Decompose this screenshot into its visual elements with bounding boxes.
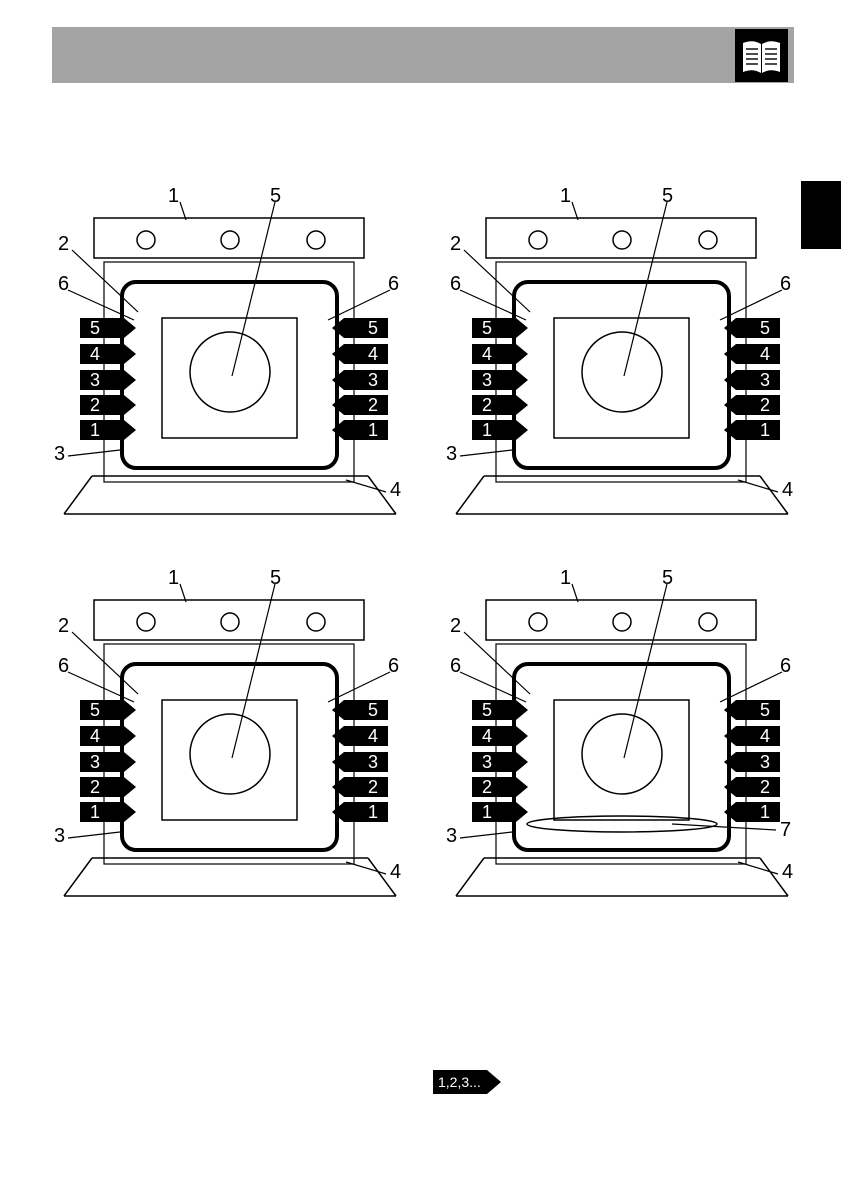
- shelf-level-tag: 4: [332, 344, 388, 364]
- section-tab-marker: [801, 181, 841, 249]
- callout-fan-cover: 5: [270, 568, 281, 588]
- shelf-level-tag: 3: [80, 752, 136, 772]
- callout-control-panel: 1: [560, 568, 571, 588]
- shelf-level-tag: 2: [472, 777, 528, 797]
- shelf-level-tag: 1: [472, 802, 528, 822]
- callout-door-seal: 3: [54, 444, 65, 464]
- callout-rack-guide-right: 6: [780, 274, 791, 294]
- shelf-level-tag: 4: [724, 726, 780, 746]
- shelf-level-tag: 4: [332, 726, 388, 746]
- shelf-level-tag: 5: [472, 700, 528, 720]
- oven-diagram-1: 1 5 2 6 6 3 4 5 4 3 2 1 5 4 3 2 1: [50, 180, 410, 520]
- shelf-level-tag: 5: [724, 700, 780, 720]
- callout-lamp: 2: [450, 616, 461, 636]
- shelf-level-tag: 5: [332, 700, 388, 720]
- open-book-icon: [735, 29, 788, 82]
- callout-door-seal: 3: [54, 826, 65, 846]
- oven-diagram-3: 1 5 2 6 6 3 4 5 4 3 2 1 5 4 3 2 1: [50, 562, 410, 902]
- callout-control-panel: 1: [168, 568, 179, 588]
- oven-diagram-2: 1 5 2 6 6 3 4 5 4 3 2 1 5 4 3 2 1: [442, 180, 802, 520]
- shelf-level-tag: 2: [332, 777, 388, 797]
- shelf-level-tag: 1: [724, 802, 780, 822]
- callout-lamp: 2: [450, 234, 461, 254]
- callout-rack-guide-right: 6: [780, 656, 791, 676]
- shelf-level-tag: 2: [332, 395, 388, 415]
- header-bar: [52, 27, 794, 83]
- shelf-level-tag: 3: [332, 752, 388, 772]
- shelf-level-tag: 4: [724, 344, 780, 364]
- shelf-level-tag: 5: [80, 700, 136, 720]
- shelf-level-tag: 2: [724, 777, 780, 797]
- callout-rack-guide-left: 6: [58, 274, 69, 294]
- callout-rack-guide-left: 6: [450, 274, 461, 294]
- callout-fan-cover: 5: [662, 186, 673, 206]
- callout-door: 4: [782, 862, 793, 882]
- shelf-level-tag: 2: [472, 395, 528, 415]
- callout-control-panel: 1: [560, 186, 571, 206]
- shelf-level-tag: 5: [472, 318, 528, 338]
- shelf-level-tag: 3: [80, 370, 136, 390]
- shelf-level-tag: 3: [472, 370, 528, 390]
- shelf-level-tag: 3: [724, 370, 780, 390]
- callout-door: 4: [390, 862, 401, 882]
- shelf-level-tag: 2: [724, 395, 780, 415]
- callout-fan-cover: 5: [270, 186, 281, 206]
- shelf-level-tag: 1: [472, 420, 528, 440]
- oven-diagram-4: 1 5 2 6 6 3 7 4 5 4 3 2 1 5 4 3 2 1: [442, 562, 802, 902]
- callout-rack-guide-left: 6: [450, 656, 461, 676]
- callout-bottom-element: 7: [780, 820, 791, 840]
- callout-lamp: 2: [58, 616, 69, 636]
- continue-label: 1,2,3...: [438, 1073, 481, 1091]
- shelf-level-tag: 3: [724, 752, 780, 772]
- shelf-level-tag: 1: [80, 802, 136, 822]
- callout-rack-guide-left: 6: [58, 656, 69, 676]
- callout-door: 4: [782, 480, 793, 500]
- continue-arrow-tag: 1,2,3...: [433, 1070, 501, 1094]
- callout-door: 4: [390, 480, 401, 500]
- callout-door-seal: 3: [446, 826, 457, 846]
- callout-door-seal: 3: [446, 444, 457, 464]
- shelf-level-tag: 1: [332, 420, 388, 440]
- shelf-level-tag: 2: [80, 777, 136, 797]
- shelf-level-tag: 1: [724, 420, 780, 440]
- shelf-level-tag: 3: [472, 752, 528, 772]
- callout-rack-guide-right: 6: [388, 274, 399, 294]
- shelf-level-tag: 4: [80, 726, 136, 746]
- callout-fan-cover: 5: [662, 568, 673, 588]
- callout-rack-guide-right: 6: [388, 656, 399, 676]
- shelf-level-tag: 5: [80, 318, 136, 338]
- shelf-level-tag: 3: [332, 370, 388, 390]
- callout-control-panel: 1: [168, 186, 179, 206]
- shelf-level-tag: 4: [80, 344, 136, 364]
- shelf-level-tag: 1: [332, 802, 388, 822]
- shelf-level-tag: 5: [724, 318, 780, 338]
- shelf-level-tag: 4: [472, 726, 528, 746]
- shelf-level-tag: 2: [80, 395, 136, 415]
- shelf-level-tag: 5: [332, 318, 388, 338]
- shelf-level-tag: 1: [80, 420, 136, 440]
- shelf-level-tag: 4: [472, 344, 528, 364]
- callout-lamp: 2: [58, 234, 69, 254]
